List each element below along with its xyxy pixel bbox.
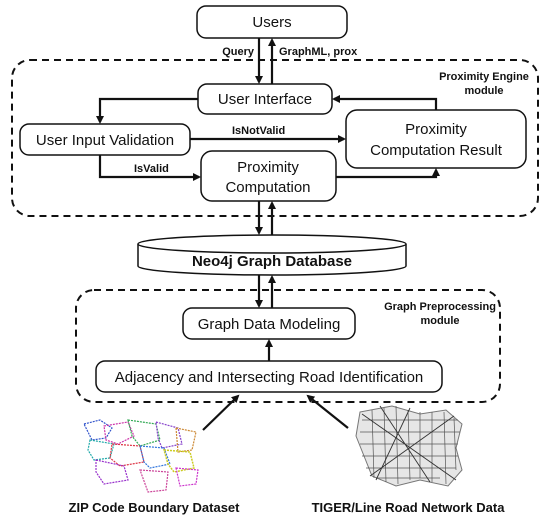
tiger-dataset-caption: TIGER/Line Road Network Data bbox=[312, 500, 506, 515]
proximity-computation-label-2: Computation bbox=[225, 179, 310, 196]
engine-module-label: Proximity Engine bbox=[439, 71, 529, 83]
graph-preprocessing-module bbox=[75, 289, 501, 403]
neo4j-label: Neo4j Graph Database bbox=[192, 253, 352, 270]
graphml-label: GraphML, prox bbox=[279, 46, 358, 58]
edge-isvalid bbox=[98, 155, 201, 181]
preproc-module-label: Graph Preprocessing bbox=[384, 301, 496, 313]
edge-ui-to-validation bbox=[96, 97, 198, 124]
user-interface-label: User Interface bbox=[218, 91, 312, 108]
edge-computation-to-result bbox=[336, 168, 440, 179]
computation-result-label-2: Computation Result bbox=[370, 142, 503, 159]
isvalid-label: IsValid bbox=[134, 163, 169, 175]
zip-dataset-caption: ZIP Code Boundary Dataset bbox=[69, 500, 241, 515]
road-network-map-image bbox=[355, 405, 463, 487]
zip-boundary-map-image bbox=[83, 419, 199, 493]
computation-result-node bbox=[345, 109, 527, 169]
edge-zip-to-adjacency bbox=[202, 394, 240, 431]
edge-result-to-ui bbox=[332, 95, 438, 110]
edge-tiger-to-adjacency bbox=[306, 394, 349, 429]
engine-module-label-2: module bbox=[464, 85, 503, 97]
query-label: Query bbox=[222, 46, 255, 58]
users-label: Users bbox=[252, 14, 291, 31]
computation-result-label-1: Proximity bbox=[405, 121, 467, 138]
neo4j-database-node bbox=[137, 234, 407, 276]
proximity-engine-module bbox=[11, 59, 539, 217]
isnotvalid-label: IsNotValid bbox=[232, 125, 285, 137]
preproc-module-label-2: module bbox=[420, 315, 459, 327]
graph-modeling-label: Graph Data Modeling bbox=[198, 316, 341, 333]
adjacency-label: Adjacency and Intersecting Road Identifi… bbox=[115, 369, 424, 386]
proximity-computation-label-1: Proximity bbox=[237, 159, 299, 176]
input-validation-label: User Input Validation bbox=[36, 132, 174, 149]
